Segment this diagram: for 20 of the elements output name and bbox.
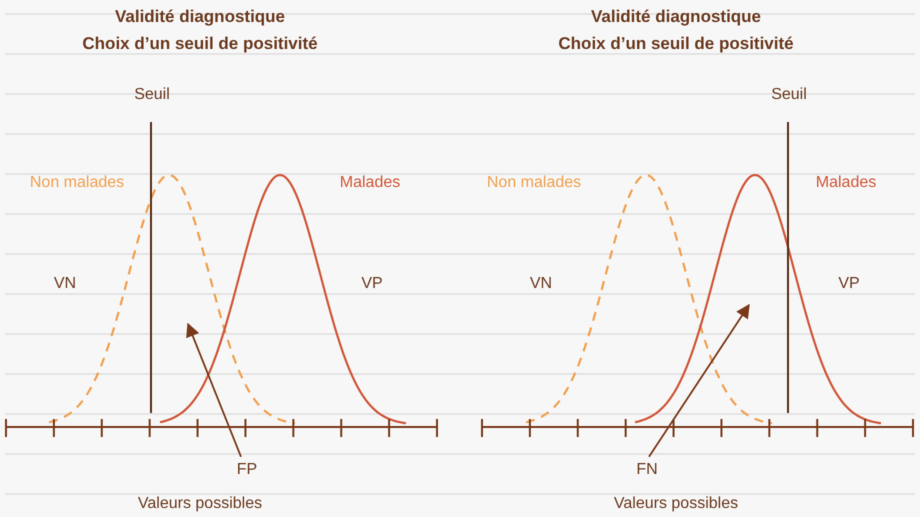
axis-label: Valeurs possibles [138,494,262,514]
chart-title: Choix d’un seuil de positivité [82,34,318,54]
region-label: VP [361,274,383,294]
region-label: VN [530,274,552,294]
leader-arrow [648,304,750,458]
leader-arrow [186,322,242,458]
callout-label: FN [636,460,658,480]
threshold-label: Seuil [134,86,170,104]
curve-label: Non malades [486,174,582,192]
threshold-label: Seuil [771,86,807,104]
region-label: VN [54,274,76,294]
chart-title: Choix d’un seuil de positivité [558,34,794,54]
curve-label: Malades [816,174,876,192]
region-label: VP [838,274,860,294]
axis-label: Valeurs possibles [614,494,738,514]
curve-label: Non malades [30,174,124,192]
callout-label: FP [236,460,258,480]
curve-label: Malades [340,174,400,192]
chart-title: Validité diagnostique [590,7,762,27]
chart-title: Validité diagnostique [114,7,286,27]
